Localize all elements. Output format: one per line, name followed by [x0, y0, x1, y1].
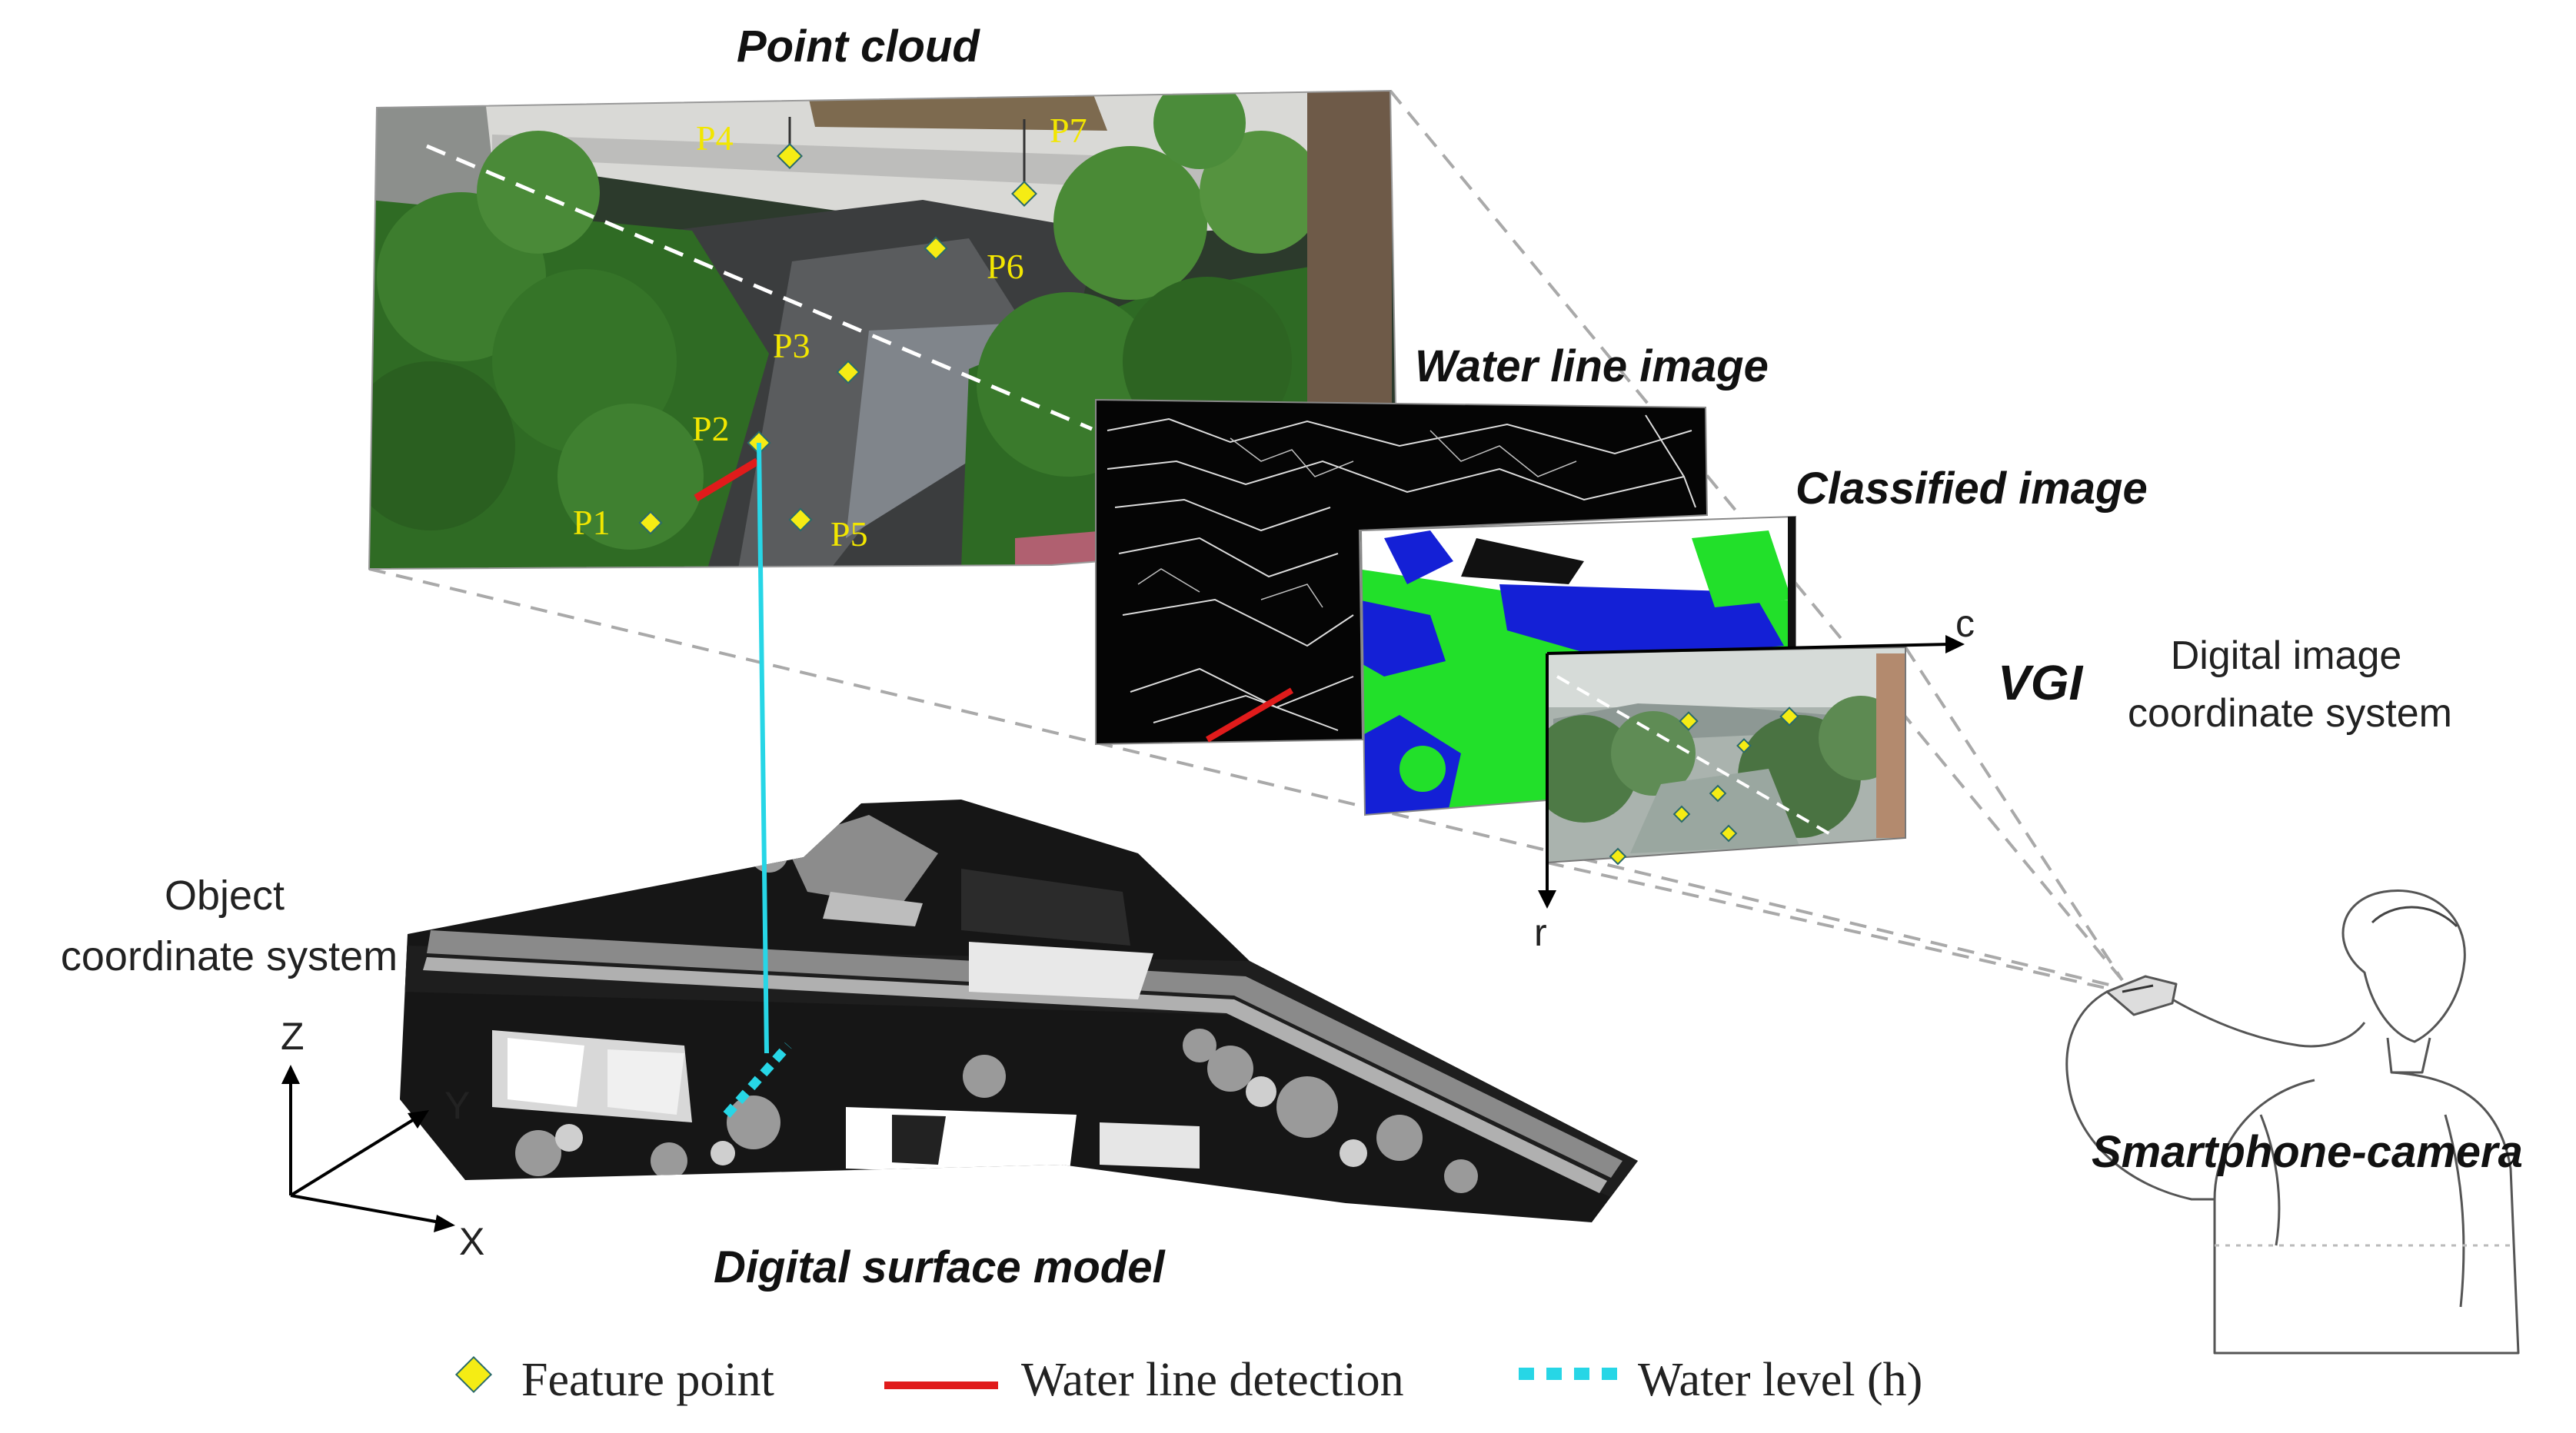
water-line-detection-point-cloud: [694, 457, 760, 502]
vgi-image: [1547, 647, 1905, 863]
vgi-point-1: [1679, 711, 1699, 731]
image-coordinate-system-line2: coordinate system: [2128, 691, 2452, 736]
point-cloud-title: Point cloud: [737, 22, 980, 71]
point-cloud-feature-points: [638, 143, 1037, 535]
feature-point-p6: [924, 236, 948, 261]
label-p3: P3: [773, 326, 810, 365]
vgi-title: VGI: [1998, 655, 2083, 710]
legend-water-level-label: Water level (h): [1638, 1354, 1922, 1406]
water-level-dsm: [723, 1042, 792, 1118]
legend-water-line-label: Water line detection: [1021, 1354, 1404, 1406]
vgi-sight-line: [1556, 675, 1832, 836]
axis-y-label: Y: [444, 1084, 470, 1127]
feature-point-labels: P4 P7 P6 P3 P2 P1 P5: [573, 111, 1087, 554]
object-coordinate-axes: [281, 1065, 455, 1232]
vgi-point-2: [1779, 707, 1799, 726]
smartphone-camera-person: [2065, 889, 2520, 1355]
vgi-feature-points: [1609, 707, 1799, 866]
axis-z-label: Z: [281, 1015, 305, 1058]
water-level-projection-line: [757, 442, 769, 1054]
digital-surface-model-title: Digital surface model: [714, 1242, 1166, 1292]
feature-point-p4: [777, 143, 803, 169]
projection-lines: [368, 89, 2124, 993]
object-coordinate-system-line2: coordinate system: [61, 933, 398, 979]
sight-line: [426, 144, 1093, 431]
label-p1: P1: [573, 503, 611, 542]
feature-point-p3: [836, 360, 860, 384]
axis-r-label: r: [1534, 911, 1547, 954]
vgi-point-6: [1719, 824, 1738, 843]
axis-c-label: c: [1955, 602, 1975, 645]
label-p7: P7: [1050, 111, 1087, 150]
legend-feature-point-label: Feature point: [521, 1354, 774, 1406]
label-p6: P6: [987, 247, 1024, 286]
label-p5: P5: [830, 514, 868, 554]
label-p4: P4: [696, 118, 734, 158]
feature-point-p5: [788, 507, 813, 532]
classified-image-title: Classified image: [1796, 464, 2148, 514]
legend-feature-point-icon: [454, 1355, 493, 1394]
water-line-image-frame: [1095, 398, 1709, 746]
vgi-point-7: [1609, 847, 1627, 866]
axis-x-label: X: [459, 1220, 484, 1263]
feature-point-p7: [1011, 181, 1037, 207]
vgi-point-5: [1672, 805, 1691, 823]
legend: Feature point Water line detection Water…: [454, 1354, 1922, 1406]
vgi-point-4: [1709, 784, 1727, 803]
water-line-detection-edge-image: [1205, 687, 1294, 743]
feature-point-p1: [638, 510, 663, 535]
image-coordinate-axes: [1538, 635, 1965, 909]
digital-surface-model: [400, 800, 1638, 1222]
object-coordinate-system-line1: Object: [165, 873, 285, 919]
image-coordinate-system-line1: Digital image: [2171, 633, 2402, 678]
water-line-image-title: Water line image: [1415, 341, 1769, 391]
vgi-point-3: [1736, 738, 1752, 753]
smartphone-camera-title: Smartphone-camera: [2092, 1127, 2523, 1177]
label-p2: P2: [692, 409, 730, 448]
